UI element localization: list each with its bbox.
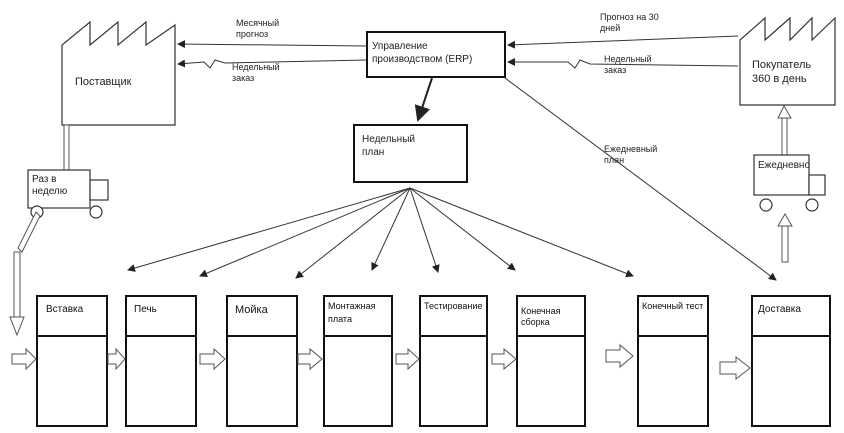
process-title: Вставка — [46, 304, 84, 315]
truck-out-label: Ежедневно — [758, 160, 811, 171]
process-title: Конечная сборка — [521, 306, 561, 327]
daily-plan-line — [504, 77, 777, 281]
truck-in-icon — [27, 169, 109, 219]
process-push-arrows — [11, 343, 751, 381]
weekly-order-customer-label: Недельный заказ — [604, 54, 652, 75]
customer-label: Покупатель 360 в день — [752, 59, 812, 85]
process-title: Доставка — [758, 304, 801, 315]
process-box — [323, 295, 393, 427]
process-title: Мойка — [235, 304, 268, 316]
erp-label: Управление производством (ERP) — [372, 41, 473, 65]
plan-distribution-arrows — [127, 187, 634, 279]
truck-out-icon — [753, 154, 826, 212]
weekly-order-to-supplier-line — [177, 59, 368, 69]
push-arrow-icon — [9, 211, 41, 337]
weekly-order-supplier-label: Недельный заказ — [232, 62, 280, 83]
supplier-label: Поставщик — [75, 76, 132, 88]
forecast-30-label: Прогноз на 30 дней — [600, 12, 659, 33]
erp-to-plan-arrow — [414, 77, 433, 122]
weekly-order-from-customer-line — [507, 58, 739, 69]
truck-in-label: Раз в неделю — [32, 174, 68, 197]
process-box — [419, 295, 488, 427]
process-box — [751, 295, 831, 427]
process-title: Конечный тест — [642, 301, 704, 311]
daily-plan-label: Ежедневный план — [604, 144, 658, 165]
weekly-plan-label: Недельный план — [362, 134, 415, 158]
erp-box — [366, 31, 506, 78]
monthly-forecast-line — [177, 40, 368, 49]
process-title: Монтажная плата — [328, 301, 376, 324]
process-box — [226, 295, 298, 427]
process-box — [36, 295, 108, 427]
supplier-factory-icon — [61, 20, 176, 126]
process-box — [637, 295, 709, 427]
process-box — [516, 295, 586, 427]
process-title: Печь — [134, 304, 157, 315]
process-title: Тестирование — [424, 301, 483, 311]
weekly-plan-box — [353, 124, 468, 183]
process-box — [125, 295, 197, 427]
monthly-forecast-label: Месячный прогноз — [236, 18, 280, 39]
process-boxes — [36, 295, 831, 427]
supplier-to-truck-line — [63, 124, 70, 171]
forecast-30-line — [507, 35, 739, 49]
customer-factory-icon — [739, 16, 836, 106]
